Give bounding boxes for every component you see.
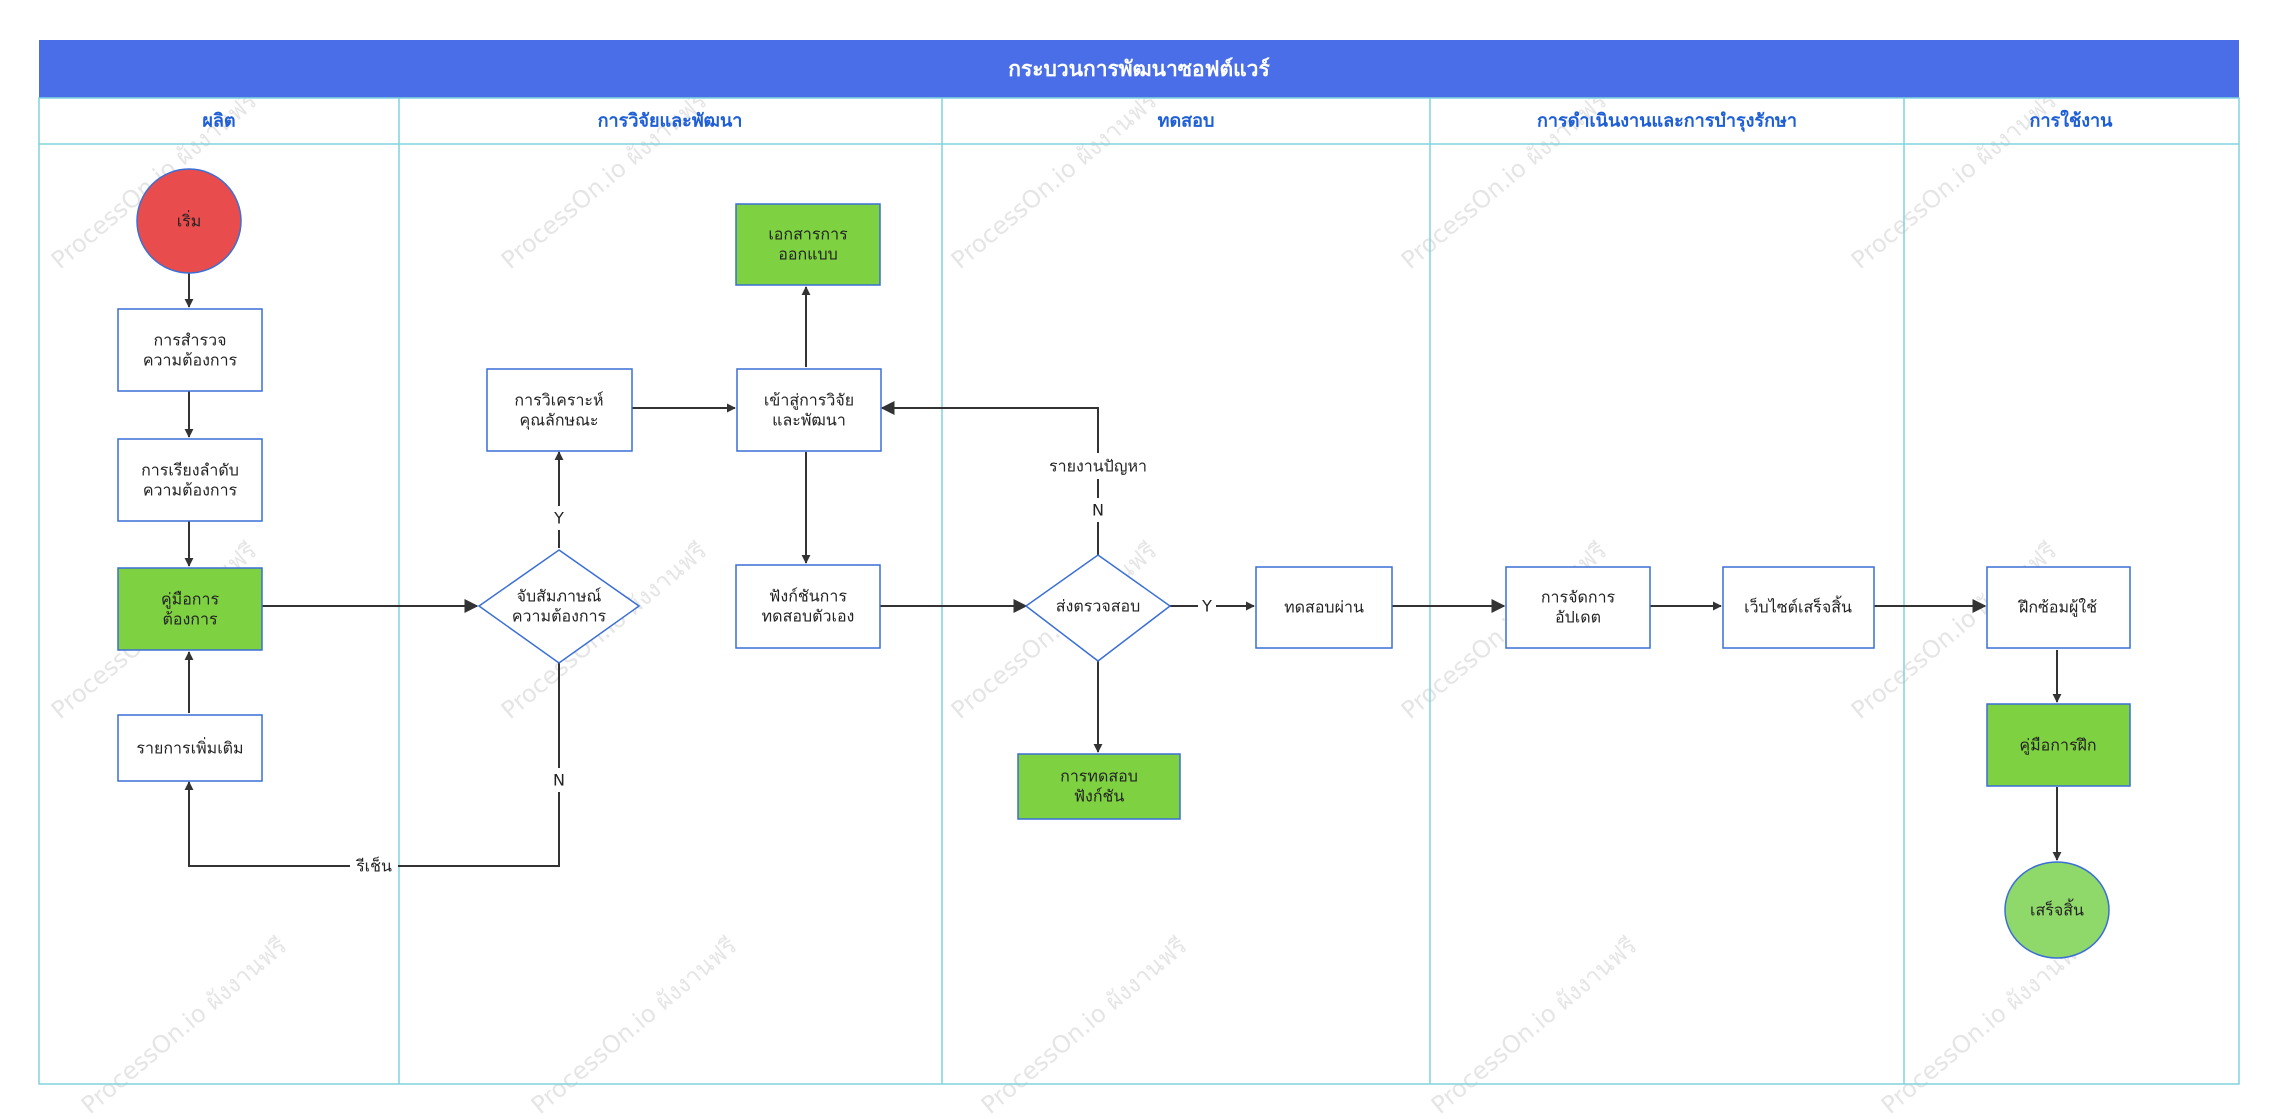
edge-label-review: รีเช็น <box>356 856 392 876</box>
additional-node[interactable] <box>117 714 263 782</box>
edge-label-bg <box>1198 594 1216 618</box>
update-node[interactable] <box>1505 566 1651 649</box>
title-bar <box>39 40 2239 98</box>
test-pass-node[interactable] <box>1255 566 1393 649</box>
watermark: ProcessOn.io ผังงานฟรี <box>76 932 293 1119</box>
watermark: ProcessOn.io ผังงานฟรี <box>946 87 1163 275</box>
inspect-decision[interactable] <box>1024 554 1172 662</box>
lane-header-rnd: การวิจัยและพัฒนา <box>598 111 743 132</box>
enter-rnd-node-label: เข้าสู่การวิจัยและพัฒนา <box>764 391 854 430</box>
survey-node[interactable] <box>117 308 263 392</box>
lane-header-operations: การดำเนินงานและการบำรุงรักษา <box>1537 111 1797 133</box>
lane-header-production: ผลิต <box>202 111 235 132</box>
train-manual-node-label: คู่มือการฝึก <box>2019 736 2096 756</box>
additional-node-label: รายการเพิ่มเติม <box>136 737 243 758</box>
prioritize-node[interactable] <box>117 438 263 522</box>
design-doc-node[interactable] <box>735 203 881 286</box>
self-test-node[interactable] <box>735 564 881 649</box>
edge-label-bg <box>350 854 398 878</box>
training-node-label: ฝึกซ้อมผู้ใช้ <box>2018 598 2098 618</box>
edge-label-bg <box>1089 498 1107 522</box>
train-manual-node[interactable] <box>1986 703 2131 787</box>
watermark: ProcessOn.io ผังงานฟรี <box>1426 932 1643 1119</box>
edge-inspect-enter <box>880 401 1099 555</box>
start-node-label: เริ่ม <box>177 210 202 231</box>
update-node-label: การจัดการอัปเดต <box>1541 588 1616 627</box>
lanes <box>38 97 2240 1085</box>
site-done-node[interactable] <box>1722 566 1875 649</box>
enter-rnd-node[interactable] <box>736 368 882 452</box>
func-test-node-label: การทดสอบฟังก์ชัน <box>1060 767 1138 806</box>
edge-label-issue-report: รายงานปัญหา <box>1049 457 1147 476</box>
func-test-node[interactable] <box>1017 753 1181 820</box>
diagram-title: กระบวนการพัฒนาซอฟต์แวร์ <box>1008 57 1270 81</box>
site-done-node-label: เว็บไซต์เสร็จสิ้น <box>1744 596 1852 617</box>
edge-label-bg <box>550 506 568 530</box>
edge-label-capture-yes: Y <box>553 509 564 528</box>
edge-label-bg <box>1040 453 1156 479</box>
analysis-node-label: การวิเคราะห์คุณลักษณะ <box>514 391 603 431</box>
watermark: ProcessOn.io ผังงานฟรี <box>976 932 1193 1119</box>
capture-decision[interactable] <box>477 549 641 664</box>
watermark: ProcessOn.io ผังงานฟรี <box>526 932 743 1119</box>
req-manual-node-label: คู่มือการต้องการ <box>161 590 220 629</box>
analysis-node[interactable] <box>486 368 633 452</box>
lane-header-usage: การใช้งาน <box>2030 110 2114 132</box>
finish-node[interactable] <box>2004 861 2110 959</box>
training-node[interactable] <box>1986 566 2131 649</box>
edge-label-bg <box>550 768 568 792</box>
watermark: ProcessOn.io ผังงานฟรี <box>1876 932 2093 1119</box>
edge-label-inspect-no: N <box>1092 501 1104 520</box>
start-node[interactable] <box>136 168 242 274</box>
design-doc-node-label: เอกสารการออกแบบ <box>768 225 848 264</box>
capture-decision-label: จับสัมภาษณ์ความต้องการ <box>512 587 607 626</box>
inspect-decision-label: ส่งตรวจสอบ <box>1056 597 1140 616</box>
req-manual-node[interactable] <box>117 567 263 651</box>
edge-label-inspect-yes: Y <box>1201 597 1212 616</box>
test-pass-node-label: ทดสอบผ่าน <box>1284 598 1364 617</box>
lane-header-testing: ทดสอบ <box>1158 111 1215 132</box>
self-test-node-label: ฟังก์ชันการทดสอบตัวเอง <box>762 587 855 626</box>
finish-node-label: เสร็จสิ้น <box>2030 899 2084 920</box>
edge-label-capture-no: N <box>553 771 565 790</box>
survey-node-label: การสำรวจความต้องการ <box>143 331 238 370</box>
prioritize-node-label: การเรียงลำดับความต้องการ <box>141 461 239 500</box>
